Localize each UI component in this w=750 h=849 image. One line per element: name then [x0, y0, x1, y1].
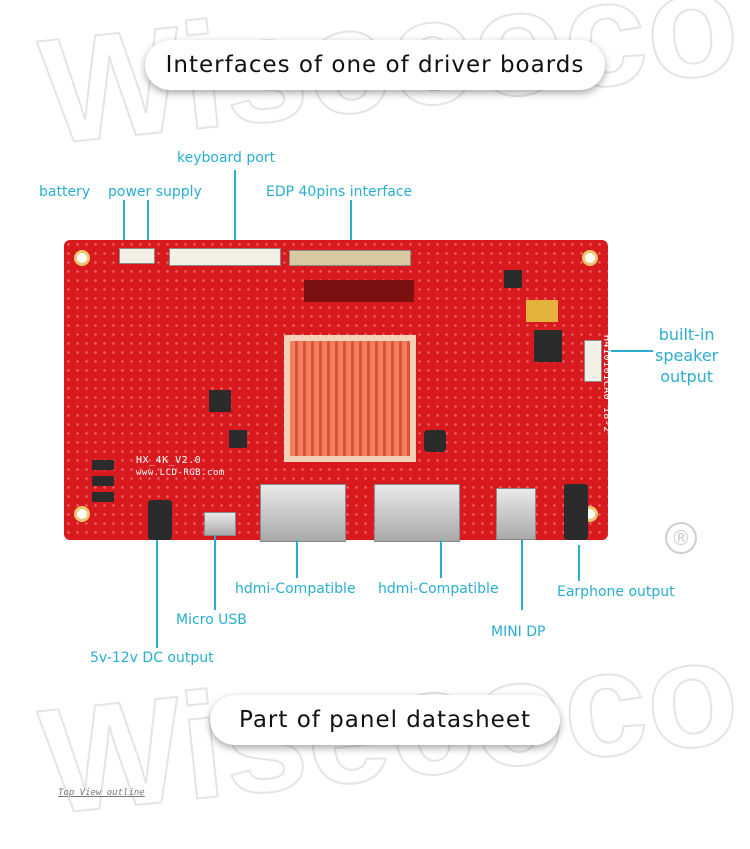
inductor [424, 430, 446, 452]
ic-chip [209, 390, 231, 412]
label-speaker: built-in speaker output [655, 325, 719, 386]
edp-connector [289, 250, 411, 266]
dc-jack [148, 500, 172, 540]
label-battery: battery [39, 184, 91, 200]
label-power-supply: power supply [108, 184, 202, 200]
label-edp: EDP 40pins interface [266, 184, 413, 200]
line-power-supply [147, 200, 149, 252]
label-hdmi-2: hdmi-Compatible [378, 581, 499, 597]
edp-pins [304, 280, 414, 302]
fuse [92, 476, 114, 486]
keyboard-connector [169, 248, 281, 266]
line-battery [123, 200, 125, 252]
page-title: Interfaces of one of driver boards [145, 40, 605, 90]
label-mini-dp: MINI DP [491, 624, 546, 640]
line-speaker [605, 350, 653, 352]
label-micro-usb: Micro USB [176, 612, 247, 628]
battery-connector [119, 248, 155, 264]
label-dc-output: 5v-12v DC output [90, 650, 214, 666]
heatsink [284, 335, 416, 462]
line-keyboard [234, 170, 236, 252]
fuse [92, 460, 114, 470]
hdmi-port-1 [260, 484, 346, 542]
mount-hole [74, 506, 90, 522]
line-dc-output [156, 540, 158, 648]
driver-board: H410101CA0 18-2 HX_4K_V2.0 www.LCD-RGB.c… [64, 240, 612, 542]
section-title: Part of panel datasheet [210, 695, 560, 745]
micro-usb-port [204, 512, 236, 536]
line-hdmi-1 [296, 540, 298, 578]
ic-chip [229, 430, 247, 448]
earphone-jack [564, 484, 588, 540]
line-hdmi-2 [440, 540, 442, 578]
label-keyboard-port: keyboard port [177, 150, 276, 166]
mount-hole [74, 250, 90, 266]
registered-mark: ® [665, 522, 697, 554]
ic-chip [534, 330, 562, 362]
fuse [92, 492, 114, 502]
label-hdmi-1: hdmi-Compatible [235, 581, 356, 597]
line-edp [350, 200, 352, 252]
side-code: H410101CA0 18-2 [601, 335, 612, 433]
hdmi-port-2 [374, 484, 460, 542]
speaker-connector [584, 340, 602, 382]
silk-model: HX_4K_V2.0 [136, 455, 202, 466]
silk-site: www.LCD-RGB.com [136, 468, 225, 478]
mount-hole [582, 250, 598, 266]
line-mini-dp [521, 540, 523, 610]
outline-caption: Top View outline [58, 788, 145, 798]
label-earphone: Earphone output [557, 584, 675, 600]
line-earphone [578, 545, 580, 581]
mini-dp-port [496, 488, 536, 540]
ic-chip [504, 270, 522, 288]
line-micro-usb [214, 535, 216, 610]
capacitor [526, 300, 558, 322]
